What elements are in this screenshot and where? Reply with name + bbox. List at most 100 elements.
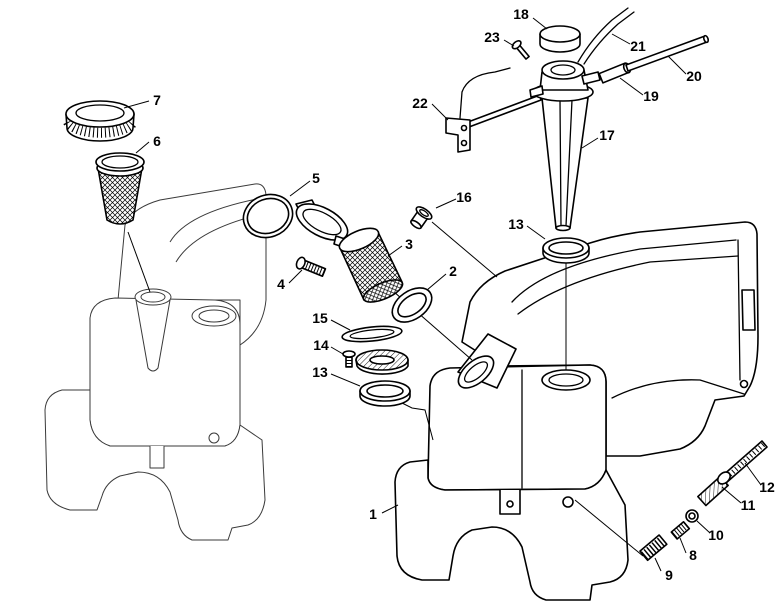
sender-top-inner (550, 64, 576, 76)
fuel-tank-filler-neck-inner (463, 361, 489, 383)
callout-number: 6 (153, 133, 161, 149)
callout-numbers: 18 23 21 20 19 22 17 7 6 5 16 13 3 4 2 1… (153, 6, 775, 583)
part-2-ring (391, 287, 433, 323)
pickup-tube-body (541, 97, 589, 229)
leader-15 (330, 319, 351, 331)
reference-tank-top-opening-inner (198, 309, 230, 323)
part-15-lid (341, 325, 403, 343)
callout-number: 17 (599, 127, 615, 143)
fuel-tank-shroud-flange (737, 239, 741, 381)
plug-to-shroud-line (431, 221, 498, 278)
bracket-rod (467, 94, 542, 128)
reference-tank-tab (149, 446, 165, 469)
sender-cap-top (539, 25, 581, 43)
fuel-tank-base (394, 459, 629, 601)
fitting-body (670, 520, 691, 540)
leader-13-upper (526, 225, 546, 240)
filler-strainer-top (338, 227, 380, 253)
callout-number: 22 (412, 95, 428, 111)
part-11-fuel-filter (697, 471, 731, 507)
pickup-tube-edge (559, 99, 562, 227)
reference-tank (44, 183, 267, 541)
callout-number: 13 (312, 364, 328, 380)
part-13-lower-grommet (359, 380, 411, 407)
strainer-rim-inner (101, 155, 139, 169)
bracket-plate (445, 117, 471, 153)
leader-17 (581, 137, 599, 149)
sender-head (529, 60, 601, 102)
screw-head (295, 256, 306, 270)
callout-number: 18 (513, 6, 529, 22)
callout-number: 14 (313, 337, 329, 353)
leader-lines (123, 17, 762, 572)
leader-16 (435, 198, 457, 209)
plug-bottom (410, 219, 422, 230)
leader-1 (381, 504, 399, 514)
vent-cap-body (355, 349, 409, 375)
o-ring-inner (246, 197, 290, 235)
ring-to-tank-line (395, 399, 434, 441)
leader-12 (744, 462, 762, 486)
leader-11 (721, 486, 742, 504)
vent-cap-center (369, 355, 395, 365)
pickup-tube-edge-right (565, 99, 573, 227)
wire-one (577, 7, 629, 63)
leader-19 (619, 77, 644, 96)
part-7-fuel-cap (63, 100, 138, 142)
part-1-fuel-tank (394, 221, 759, 601)
callout-number: 11 (741, 497, 756, 513)
filter-to-outlet-line (574, 499, 644, 557)
bracket-hole-lower (460, 139, 468, 147)
fuel-tank-shroud-tab (741, 289, 756, 331)
part-6-strainer (95, 152, 145, 225)
coupling-body (639, 534, 668, 562)
leader-6 (135, 141, 150, 154)
callout-number: 20 (686, 68, 702, 84)
reference-tank-bolt-hole (208, 432, 220, 444)
leader-2 (426, 273, 447, 291)
sender-top (541, 60, 585, 80)
callout-number: 7 (153, 92, 161, 108)
callout-number: 16 (456, 189, 472, 205)
screw-thread (302, 260, 326, 277)
fuel-cap-top-inner (75, 104, 125, 122)
fuel-tank-shroud-step (611, 379, 745, 399)
callout-number: 13 (508, 216, 524, 232)
leader-23 (503, 39, 515, 47)
leader-8 (679, 537, 687, 554)
leader-10 (696, 520, 711, 534)
part-3-filler-strainer (295, 199, 404, 303)
fuel-tank-top-opening-inner (548, 373, 584, 387)
leader-13-lower (330, 373, 361, 387)
fuel-tank-shroud-arc-inner (517, 255, 739, 315)
reference-tank-filler-funnel (135, 299, 171, 372)
callout-number: 19 (643, 88, 659, 104)
filler-strainer-bottom (362, 279, 404, 303)
callout-number: 3 (405, 236, 413, 252)
part-22-bracket (445, 67, 542, 153)
part-5-o-ring (242, 193, 294, 239)
leader-3 (387, 245, 403, 257)
part-9-coupling (639, 534, 668, 562)
part-14-screw (342, 350, 356, 368)
upper-grommet-inner (548, 241, 584, 255)
strainer-mesh-body (97, 167, 143, 225)
leader-21 (611, 33, 631, 45)
leader-22 (431, 103, 449, 121)
part-13-upper-grommet (542, 237, 590, 264)
fuel-tank-shroud-bolt (739, 379, 749, 389)
sender-nozzle-left (529, 85, 544, 98)
callout-number: 9 (665, 567, 673, 583)
fuel-tank-outlet (562, 496, 574, 508)
callout-number: 5 (312, 170, 320, 186)
leader-14 (330, 346, 344, 355)
part-20-rod (625, 34, 710, 72)
bracket-wire-loop (459, 67, 511, 119)
leader-18 (532, 17, 548, 30)
callout-number: 4 (277, 276, 285, 292)
bracket-hole (460, 124, 468, 132)
leader-7 (123, 100, 150, 109)
wire-two (583, 11, 635, 65)
leader-4 (288, 269, 303, 284)
sender-nozzle (581, 71, 601, 85)
